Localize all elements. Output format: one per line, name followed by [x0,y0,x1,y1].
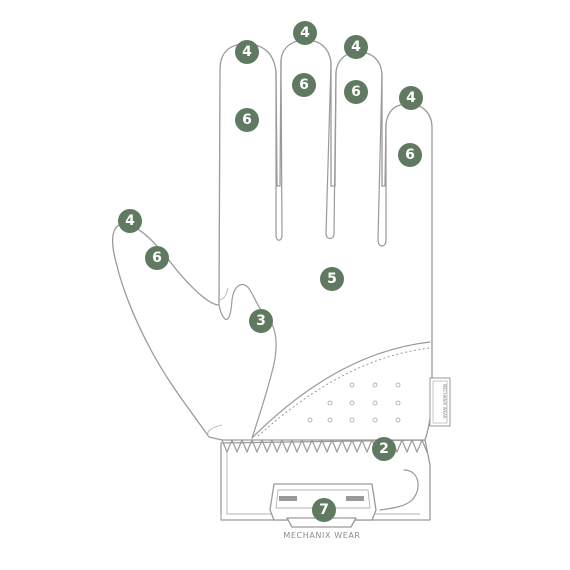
svg-text:6: 6 [152,250,162,266]
callout-palm: 5 [320,267,344,291]
svg-text:6: 6 [242,112,252,128]
svg-text:6: 6 [299,77,309,93]
callout-middle-body: 6 [292,73,316,97]
callout-index-tip: 4 [235,40,259,64]
callout-thumb-body: 6 [145,246,169,270]
svg-text:2: 2 [379,441,389,457]
brand-label: MECHANIX WEAR [283,531,360,540]
svg-text:4: 4 [242,44,252,60]
svg-text:3: 3 [256,313,266,329]
callout-pinky-body: 6 [398,143,422,167]
callout-ring-tip: 4 [344,35,368,59]
glove-outline [111,39,433,441]
svg-text:4: 4 [406,90,416,106]
svg-text:4: 4 [351,39,361,55]
svg-text:4: 4 [125,213,135,229]
callout-ring-body: 6 [344,80,368,104]
callout-middle-tip: 4 [293,21,317,45]
side-tag: MECHANIX WEAR [429,377,451,427]
callout-index-body: 6 [235,108,259,132]
callout-pinky-tip: 4 [399,86,423,110]
svg-text:4: 4 [300,25,310,41]
callout-cuff-seam: 2 [372,437,396,461]
callout-thumb-crotch: 3 [249,309,273,333]
svg-text:6: 6 [405,147,415,163]
svg-text:7: 7 [319,502,329,518]
vent-holes [307,382,401,423]
side-tag-text: MECHANIX WEAR [442,384,447,419]
callout-thumb-tip: 4 [118,209,142,233]
svg-text:5: 5 [327,271,337,287]
callout-closure: 7 [312,498,336,522]
svg-text:6: 6 [351,84,361,100]
